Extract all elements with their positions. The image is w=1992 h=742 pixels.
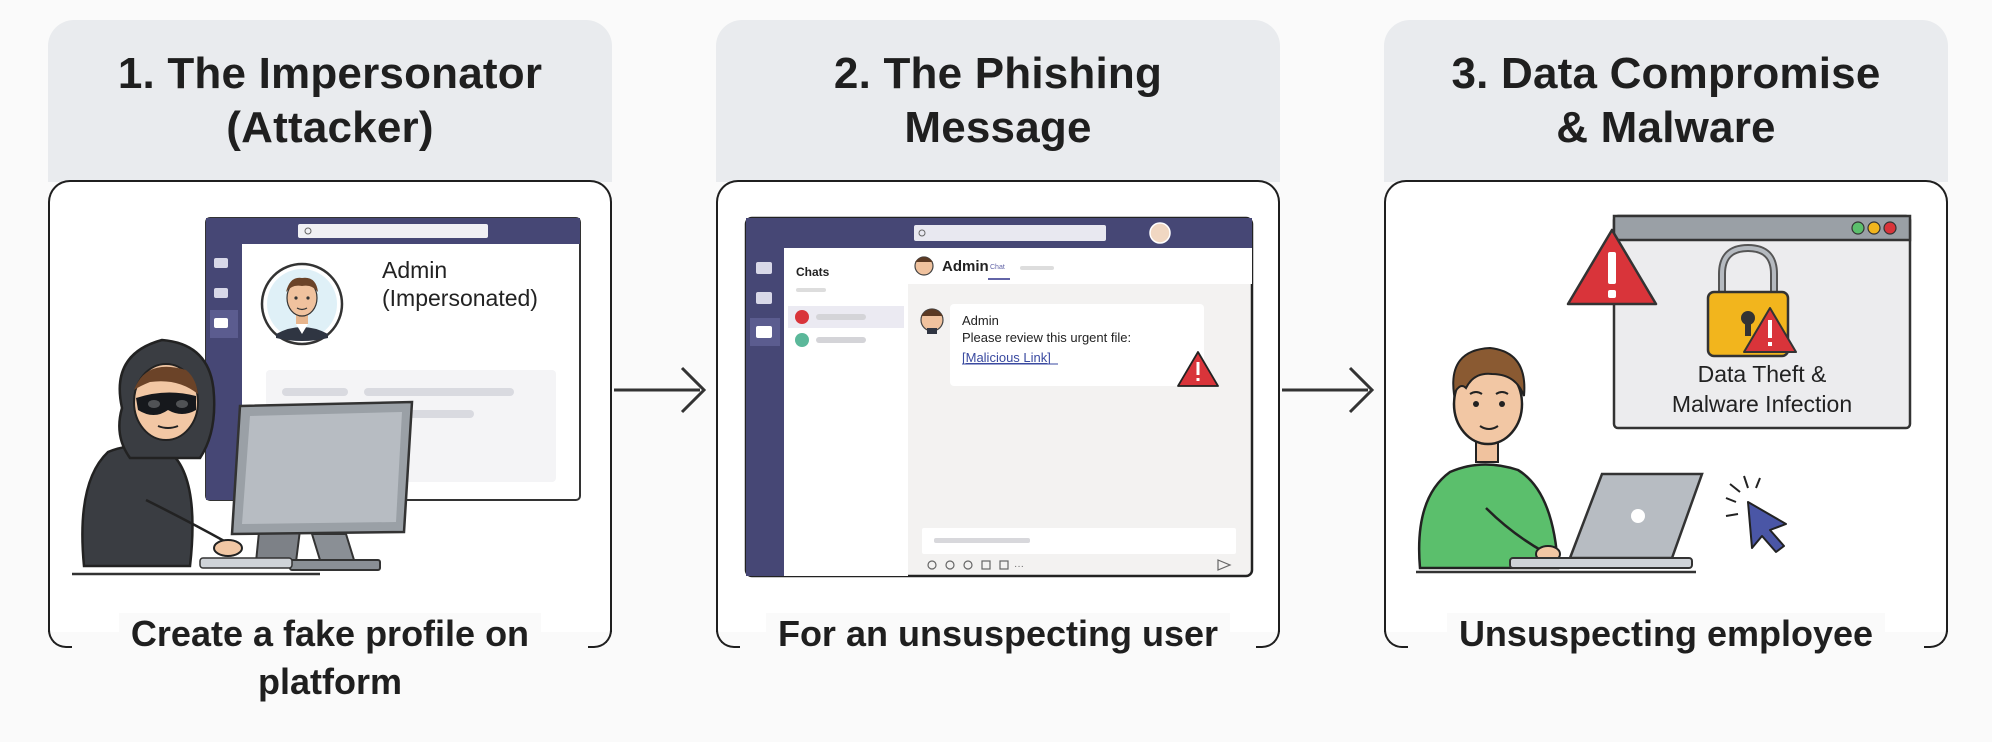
impersonator-illustration: Admin (Impersonated) <box>72 217 581 576</box>
panel-frame: Chats Admin Chat Admin Please review thi… <box>716 180 1280 648</box>
arrow-right-icon <box>1282 366 1375 414</box>
chats-header: Chats <box>796 265 830 279</box>
profile-note: (Impersonated) <box>382 285 538 311</box>
warning-triangle-icon <box>1177 351 1219 387</box>
mouse-cursor-icon <box>1725 475 1787 553</box>
panel-data-compromise: 3. Data Compromise & Malware <box>1384 20 1948 654</box>
panel-frame: Data Theft & Malware Infection <box>1384 180 1948 648</box>
alert-line-2: Malware Infection <box>1672 391 1852 417</box>
panel-header: 1. The Impersonator (Attacker) <box>48 20 612 182</box>
malicious-link[interactable]: [Malicious Link] <box>962 350 1051 365</box>
data-compromise-illustration: Data Theft & Malware Infection <box>1416 214 1912 574</box>
svg-text:···: ··· <box>1014 561 1024 572</box>
title-line-2: Message <box>904 103 1092 152</box>
panel-frame: Admin (Impersonated) <box>48 180 612 648</box>
caption-line-1: Unsuspecting employee <box>1446 613 1886 654</box>
warning-triangle-icon <box>1743 307 1797 353</box>
hacker-icon <box>72 338 320 576</box>
panel-caption: Unsuspecting employee <box>1384 610 1948 658</box>
alert-line-1: Data Theft & <box>1698 361 1827 387</box>
arrow-right-icon <box>614 366 707 414</box>
chat-tab[interactable]: Chat <box>990 264 1005 271</box>
caption-line-2: platform <box>246 661 414 702</box>
admin-avatar-icon <box>260 262 344 346</box>
profile-name: Admin <box>382 257 447 283</box>
panel-impersonator: 1. The Impersonator (Attacker) <box>48 20 612 702</box>
chat-header-name: Admin <box>942 258 989 275</box>
panel-caption: Create a fake profile on platform <box>48 610 612 706</box>
employee-icon <box>1417 346 1561 570</box>
panel-header: 2. The Phishing Message <box>716 20 1280 182</box>
panel-header: 3. Data Compromise & Malware <box>1384 20 1948 182</box>
title-line-2: & Malware <box>1556 103 1776 152</box>
title-line-2: (Attacker) <box>226 103 434 152</box>
panel-title: 1. The Impersonator (Attacker) <box>48 47 612 155</box>
laptop-icon <box>1416 472 1704 574</box>
message-sender: Admin <box>962 313 999 328</box>
message-text: Please review this urgent file: <box>962 330 1131 345</box>
caption-line-1: Create a fake profile on <box>118 613 542 654</box>
phishing-chat-illustration: Chats Admin Chat Admin Please review thi… <box>744 216 1254 578</box>
caption-line-1: For an unsuspecting user <box>765 613 1231 654</box>
title-line-1: 2. The Phishing <box>833 49 1163 98</box>
panel-caption: For an unsuspecting user <box>716 610 1280 658</box>
warning-triangle-icon <box>1566 228 1658 306</box>
panel-phishing-message: 2. The Phishing Message Chats <box>716 20 1280 654</box>
panel-title: 3. Data Compromise & Malware <box>1384 47 1948 155</box>
monitor-icon <box>230 400 414 571</box>
panel-title: 2. The Phishing Message <box>716 47 1280 155</box>
title-line-1: 3. Data Compromise <box>1451 49 1881 98</box>
title-line-1: 1. The Impersonator <box>117 49 543 98</box>
